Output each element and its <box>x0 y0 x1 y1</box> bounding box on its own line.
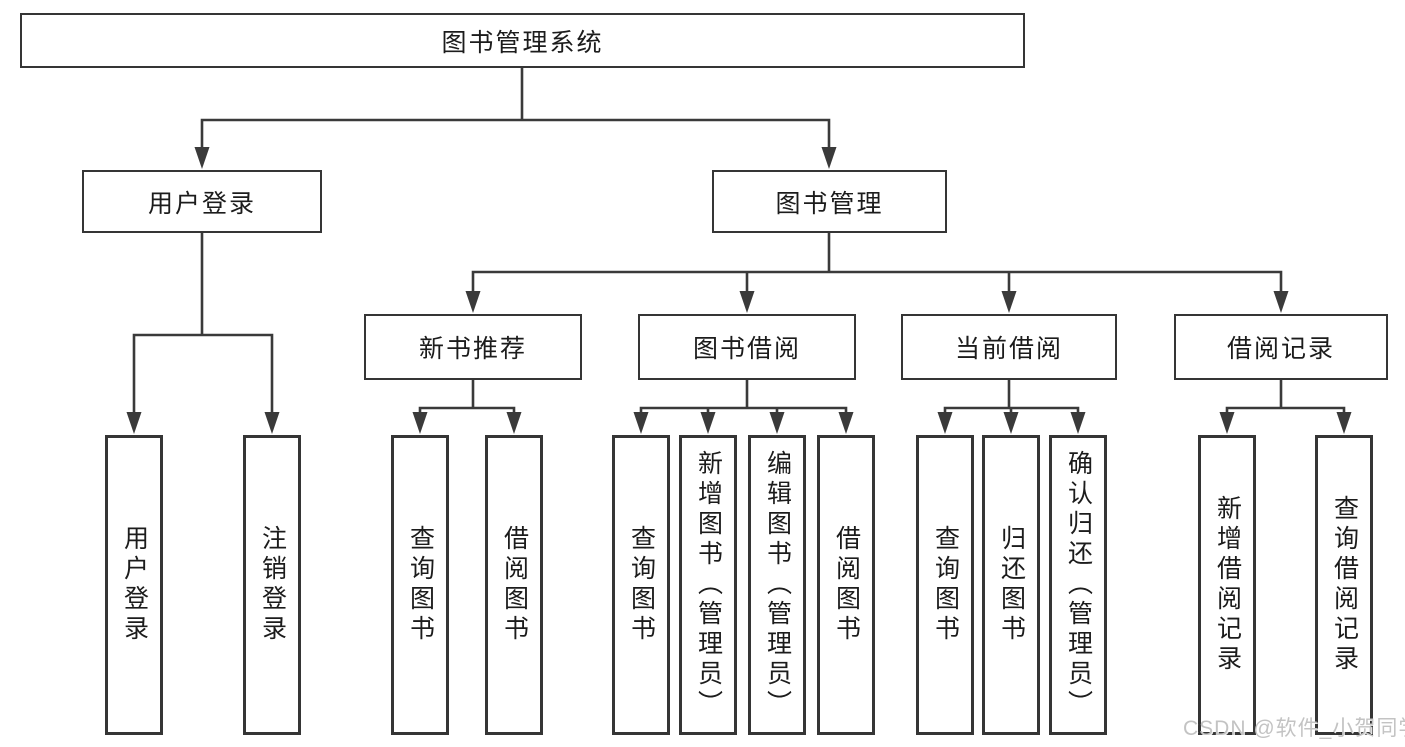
node-label: 归还图书 <box>997 525 1026 645</box>
node-root-library-system: 图书管理系统 <box>20 13 1025 68</box>
node-current-borrowing: 当前借阅 <box>901 314 1117 380</box>
node-borrowing-records: 借阅记录 <box>1174 314 1388 380</box>
node-label: 借阅图书 <box>500 525 529 645</box>
node-label: 确认归还（管理员） <box>1064 450 1093 720</box>
node-label: 图书借阅 <box>692 335 801 363</box>
node-label: 查询图书 <box>406 525 435 645</box>
node-user-login-branch: 用户登录 <box>82 170 322 233</box>
leaf-borrow-books-recommend: 借阅图书 <box>485 435 543 735</box>
leaf-return-books: 归还图书 <box>982 435 1040 735</box>
node-label: 新书推荐 <box>418 335 527 363</box>
node-label: 新增借阅记录 <box>1213 495 1242 675</box>
node-book-management-branch: 图书管理 <box>712 170 947 233</box>
node-label: 查询图书 <box>931 525 960 645</box>
leaf-query-books-current: 查询图书 <box>916 435 974 735</box>
leaf-confirm-return-admin: 确认归还（管理员） <box>1049 435 1107 735</box>
csdn-watermark: CSDN @软件_小贺同学 <box>1183 717 1405 740</box>
node-label: 借阅记录 <box>1226 335 1335 363</box>
node-label: 图书管理 <box>775 189 884 218</box>
node-new-book-recommend: 新书推荐 <box>364 314 582 380</box>
node-book-borrowing: 图书借阅 <box>638 314 856 380</box>
node-label: 查询图书 <box>627 525 656 645</box>
node-label: 图书管理系统 <box>441 28 604 57</box>
leaf-user-login: 用户登录 <box>105 435 163 735</box>
leaf-query-books-recommend: 查询图书 <box>391 435 449 735</box>
node-label: 当前借阅 <box>954 335 1063 363</box>
leaf-edit-books-admin: 编辑图书（管理员） <box>748 435 806 735</box>
node-label: 注销登录 <box>258 525 287 645</box>
leaf-add-books-admin: 新增图书（管理员） <box>679 435 737 735</box>
leaf-borrow-books: 借阅图书 <box>817 435 875 735</box>
node-label: 用户登录 <box>147 189 256 218</box>
leaf-logout: 注销登录 <box>243 435 301 735</box>
node-label: 查询借阅记录 <box>1330 495 1359 675</box>
leaf-query-borrow-record: 查询借阅记录 <box>1315 435 1373 735</box>
node-label: 用户登录 <box>120 525 149 645</box>
leaf-add-borrow-record: 新增借阅记录 <box>1198 435 1256 735</box>
arrowheads <box>126 147 1352 434</box>
leaf-query-books-borrow: 查询图书 <box>612 435 670 735</box>
node-label: 新增图书（管理员） <box>694 450 723 720</box>
node-label: 借阅图书 <box>832 525 861 645</box>
node-label: 编辑图书（管理员） <box>763 450 792 720</box>
